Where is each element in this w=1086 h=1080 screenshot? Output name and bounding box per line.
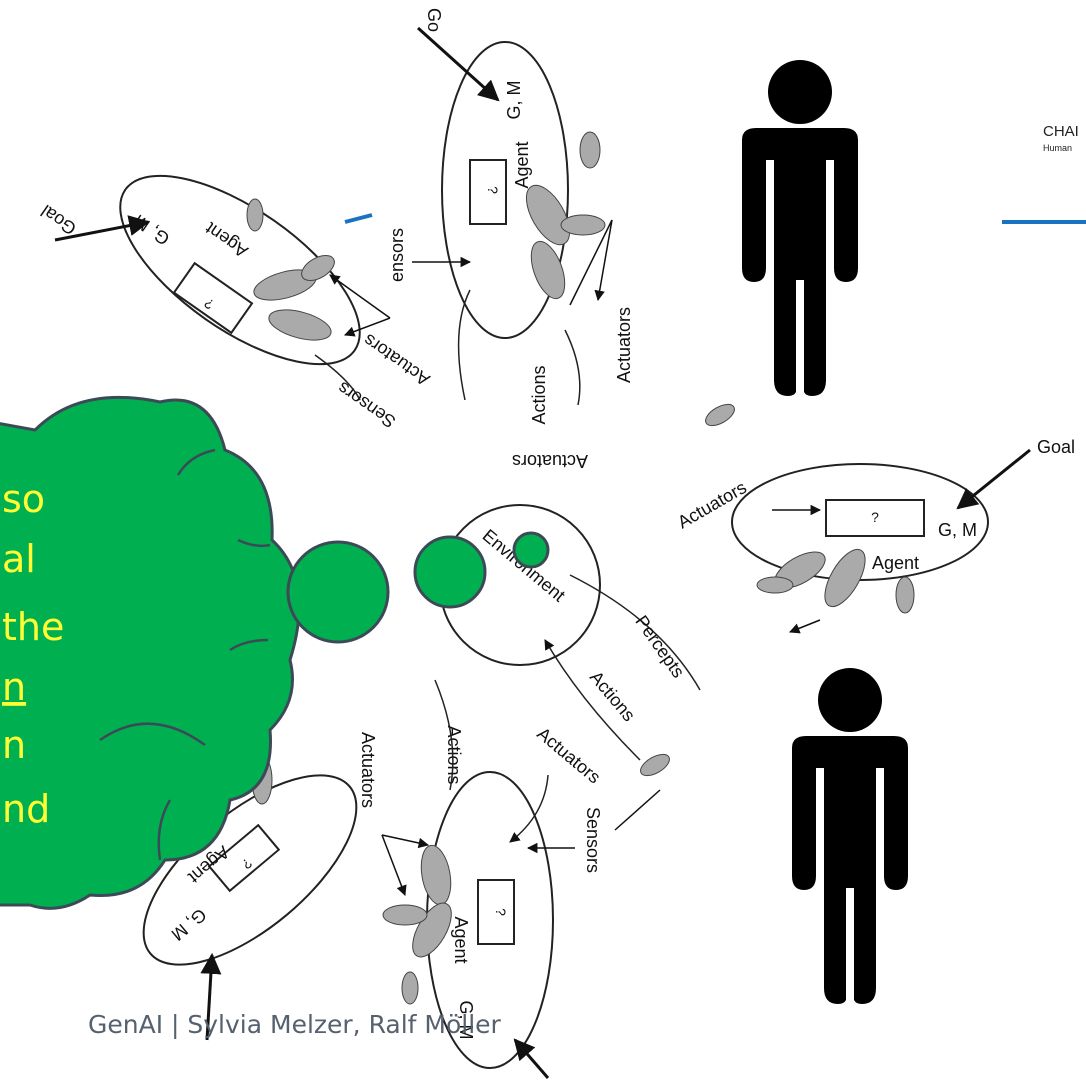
svg-text:Goal: Goal (1037, 437, 1075, 457)
svg-text:Agent: Agent (872, 553, 919, 573)
human-figure-bottom (792, 668, 908, 1004)
svg-text:?: ? (493, 908, 509, 916)
svg-text:Actions: Actions (444, 725, 464, 784)
goal-label: Go (424, 8, 444, 32)
accent-line-left (345, 215, 372, 222)
svg-text:Actuators: Actuators (512, 451, 588, 471)
logo-subtitle: Human (1043, 143, 1072, 153)
thought-line-4: n (2, 665, 26, 709)
unknown-label: ? (485, 186, 501, 194)
svg-text:Actuators: Actuators (360, 330, 434, 390)
actuators-label: Actuators (614, 307, 634, 383)
thought-bubble: so al the n n nd (0, 397, 548, 908)
thought-line-6: nd (2, 787, 50, 831)
sensors-label: ensors (387, 228, 407, 282)
svg-text:Actuators: Actuators (533, 723, 604, 787)
thought-line-1: so (2, 477, 45, 521)
svg-text:G, M: G, M (130, 211, 173, 250)
svg-text:Agent: Agent (451, 916, 471, 963)
svg-text:G, M: G, M (938, 520, 977, 540)
svg-text:Goal: Goal (37, 201, 80, 239)
agent-label: Agent (512, 141, 532, 188)
svg-text:Sensors: Sensors (583, 807, 603, 873)
logo-title: CHAI (1043, 123, 1079, 140)
percepts-label: Percepts (631, 612, 688, 682)
thought-line-2: al (2, 537, 36, 581)
human-figure-top (742, 60, 858, 396)
agent-panel-top: ? Agent G, M Go ensors Actuators Actions (387, 8, 634, 425)
svg-text:G, M: G, M (167, 904, 210, 944)
thought-bubble-medium-dot (415, 537, 485, 607)
thought-line-3: the (2, 605, 64, 649)
thought-line-5: n (2, 723, 26, 767)
svg-text:Actuators: Actuators (358, 732, 378, 808)
svg-text:Agent: Agent (202, 218, 252, 261)
svg-text:?: ? (871, 509, 879, 525)
thought-bubble-small-dot (514, 533, 548, 567)
slide-footer: GenAI | Sylvia Melzer, Ralf Möller (88, 1010, 501, 1039)
thought-bubble-large-dot (288, 542, 388, 642)
actions-label: Actions (529, 365, 549, 424)
agent-panel-right: ? Agent G, M Goal Actuators (674, 400, 1075, 632)
actions-label-center: Actions (586, 667, 639, 725)
svg-text:Sensors: Sensors (334, 378, 400, 432)
svg-text:?: ? (201, 295, 217, 313)
gm-label: G, M (504, 81, 524, 120)
svg-text:?: ? (239, 855, 255, 872)
